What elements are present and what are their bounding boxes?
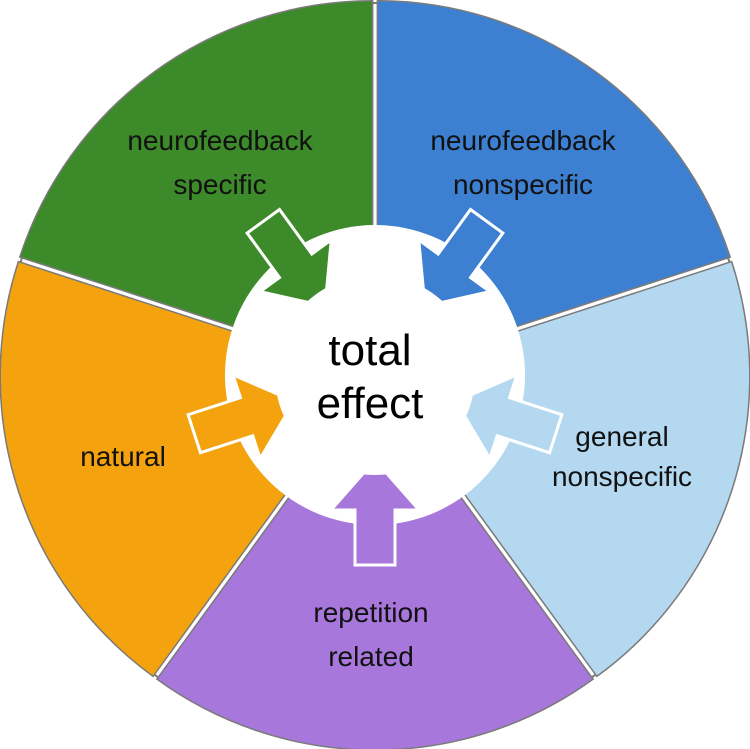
arrow-neurofeedback-nonspecific [416,207,505,309]
label-neurofeedback-nonspecific-line1: neurofeedback [430,125,616,156]
label-general-nonspecific-line1: general [575,421,668,452]
arrow-neurofeedback-specific [245,207,334,309]
label-general-nonspecific-line2: nonspecific [552,461,692,492]
label-neurofeedback-nonspecific-line2: nonspecific [453,169,593,200]
label-repetition-related-line1: repetition [313,597,428,628]
labels-layer: neurofeedback specific neurofeedback non… [80,125,692,672]
center-inner-disc [275,275,475,475]
center-label-total: total [328,326,411,375]
arrow-natural [186,372,297,463]
center-layer [186,207,564,567]
label-repetition-related-line2: related [328,641,414,672]
arrow-repetition-related [327,457,423,567]
label-neurofeedback-specific-line2: specific [173,169,266,200]
label-natural-line1: natural [80,441,166,472]
center-label-effect: effect [317,379,424,428]
arrow-general-nonspecific [453,372,564,463]
label-neurofeedback-specific-line1: neurofeedback [127,125,313,156]
